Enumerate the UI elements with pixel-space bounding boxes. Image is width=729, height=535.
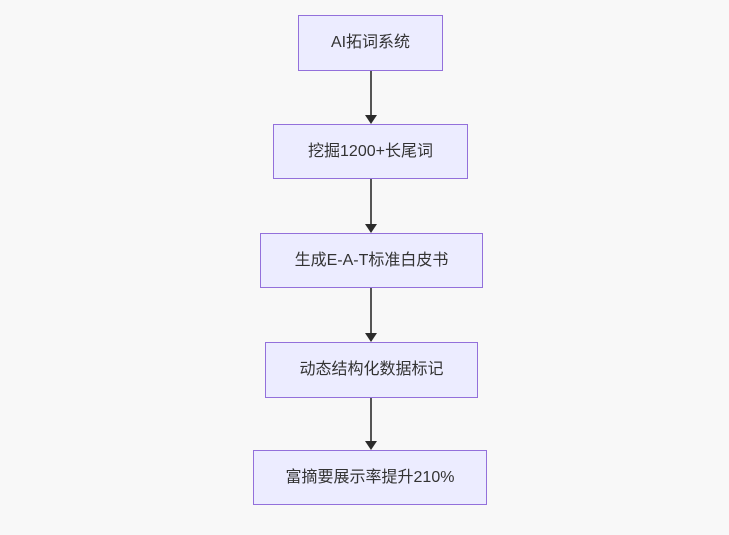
arrow-line: [369, 288, 372, 333]
arrow-line: [369, 179, 372, 224]
flow-arrow-1: [364, 71, 377, 124]
flow-node-longtail-keywords: 挖掘1200+长尾词: [273, 124, 468, 179]
arrow-line: [369, 398, 372, 441]
flow-arrow-4: [364, 398, 377, 450]
arrow-head-icon: [364, 333, 377, 342]
arrow-head-icon: [364, 224, 377, 233]
flow-node-ai-keyword-system: AI拓词系统: [298, 15, 443, 71]
flow-node-rich-snippet-rate: 富摘要展示率提升210%: [253, 450, 487, 505]
arrow-line: [369, 71, 372, 115]
arrow-head-icon: [364, 115, 377, 124]
flow-arrow-3: [364, 288, 377, 342]
flow-arrow-2: [364, 179, 377, 233]
arrow-head-icon: [364, 441, 377, 450]
flow-node-eat-whitepaper: 生成E-A-T标准白皮书: [260, 233, 483, 288]
flow-node-structured-data-markup: 动态结构化数据标记: [265, 342, 478, 398]
